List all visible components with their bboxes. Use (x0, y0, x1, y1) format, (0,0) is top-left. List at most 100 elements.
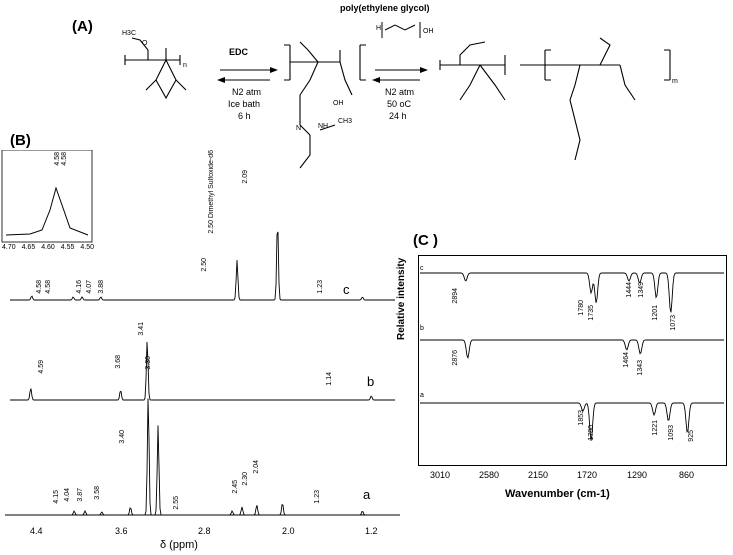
condition1-line3: 6 h (238, 111, 251, 121)
nmr-trace-a (10, 398, 395, 516)
reaction-scheme (124, 22, 671, 169)
nmr-peak-label-a: 3.40 (119, 430, 126, 444)
nmr-peak-label-a: 2.55 (173, 496, 180, 510)
condition1-line2: Ice bath (228, 99, 261, 109)
ir-peak-label-a: 1780 (588, 425, 595, 441)
nmr-peak-label-b: 1.14 (326, 372, 333, 386)
condition1-line1: N2 atm (232, 87, 262, 97)
nmr-plot (1, 150, 400, 516)
ir-plot (418, 255, 727, 466)
ir-trace-b (420, 339, 724, 360)
atom-label-h: H (376, 25, 382, 32)
nmr-x-tick: 1.2 (365, 526, 378, 536)
ir-x-axis-label: Wavenumber (cm-1) (505, 488, 610, 500)
ir-trace-label-b: b (420, 325, 424, 332)
nmr-peak-label-c: 4.58 (36, 280, 43, 294)
ir-x-tick: 1720 (577, 470, 598, 480)
panel-c-label: (C ) (413, 232, 438, 249)
nmr-x-tick: 3.6 (115, 526, 128, 536)
ir-x-tick: 3010 (430, 470, 451, 480)
nmr-peak-label-c: 1.23 (317, 280, 324, 294)
nmr-trace-c (10, 231, 395, 301)
panel-b-label: (B) (10, 132, 31, 149)
ir-trace-label-a: a (420, 392, 424, 399)
ir-peak-label-c: 1444 (626, 282, 633, 298)
panel-a-label: (A) (72, 18, 93, 35)
reagent-edc: EDC (229, 47, 249, 57)
atom-label-m: m (672, 78, 678, 85)
nmr-solvent-label: 2.50 Dimethyl Sulfoxide-d6 (208, 150, 215, 234)
nmr-inset-peak-1: 4.58 (54, 152, 61, 166)
ir-trace-a (420, 402, 724, 441)
condition2-line2: 50 oC (387, 99, 412, 109)
ir-y-axis-label: Relative intensity (396, 257, 407, 340)
reagent-peg: poly(ethylene glycol) (340, 3, 430, 13)
nmr-peak-label-c: 3.88 (98, 280, 105, 294)
nmr-peak-label-a: 2.45 (232, 480, 239, 494)
ir-peak-label-c: 1073 (670, 315, 677, 331)
atom-label-n-atom: N (296, 125, 302, 132)
ir-x-tick: 2150 (528, 470, 549, 480)
ir-peak-label-b: 1464 (623, 352, 630, 368)
nmr-inset-tick: 4.60 (41, 244, 55, 251)
atom-label-h3c-1: H3C (122, 30, 137, 37)
nmr-inset-ticks: 4.70 4.65 4.60 4.55 4.50 (2, 244, 94, 251)
atom-label-ch3: CH3 (338, 118, 353, 125)
nmr-inset-tick: 4.50 (80, 244, 94, 251)
nmr-x-tick: 2.0 (282, 526, 295, 536)
nmr-peak-label-a: 3.87 (77, 488, 84, 502)
nmr-peak-label-b: 3.41 (138, 322, 145, 336)
ir-peak-label-c: 1201 (652, 305, 659, 321)
atom-label-oh-peg: OH (423, 28, 434, 35)
nmr-peak-label: 2.09 (242, 170, 249, 184)
nmr-inset-tick: 4.55 (60, 244, 75, 251)
ir-peak-label-a: 925 (688, 430, 695, 442)
nmr-x-tick: 4.4 (30, 526, 43, 536)
atom-label-nh: NH (318, 123, 329, 130)
nmr-peak-label-a: 2.30 (242, 472, 249, 486)
ir-peak-label-a: 1093 (668, 425, 675, 441)
nmr-inset-trace (5, 186, 89, 236)
nmr-peak-label-a: 4.04 (64, 488, 71, 502)
nmr-trace-label-b: b (367, 374, 375, 389)
condition2-line1: N2 atm (385, 87, 415, 97)
ir-peak-label-b: 1343 (637, 360, 644, 376)
nmr-peak-label-a: 1.23 (314, 490, 321, 504)
nmr-inset-frame (1, 150, 93, 243)
nmr-inset-peak-2: 4.58 (61, 152, 68, 166)
ir-peak-label-b: 2876 (452, 350, 459, 366)
nmr-peak-label-a: 3.30 (145, 356, 152, 370)
ir-trace-label-c: c (420, 265, 424, 272)
ir-trace-c (420, 272, 724, 313)
condition2-line3: 24 h (389, 111, 407, 121)
nmr-peak-label-a: 2.04 (253, 460, 260, 474)
ir-peak-label-c: 1735 (588, 305, 595, 321)
ir-peak-label-c: 1780 (578, 300, 585, 316)
nmr-inset-tick: 4.70 (2, 244, 16, 251)
ir-peak-label-a: 1853 (578, 410, 585, 426)
nmr-x-axis-label: δ (ppm) (160, 539, 198, 551)
nmr-inset-tick: 4.65 (21, 244, 36, 251)
nmr-x-tick: 2.8 (198, 526, 211, 536)
ir-peak-label-c: 2894 (452, 288, 459, 304)
nmr-peak-label-c: 2.50 (201, 258, 208, 272)
ir-x-tick: 1290 (627, 470, 648, 480)
nmr-peak-label-c: 4.07 (86, 280, 93, 294)
nmr-trace-b (10, 341, 395, 401)
atom-label-oh-1: OH (333, 100, 344, 107)
nmr-peak-label-a: 4.15 (53, 490, 60, 504)
nmr-peak-label-a: 3.58 (94, 486, 101, 500)
ir-peak-label-a: 1221 (652, 420, 659, 436)
ir-frame (418, 255, 727, 466)
nmr-peak-label-b: 4.59 (38, 360, 45, 374)
nmr-peak-label-b: 3.68 (115, 355, 122, 369)
ir-peak-label-c: 1349 (638, 282, 645, 298)
ir-x-tick: 2580 (479, 470, 500, 480)
nmr-peak-label-c: 4.16 (76, 280, 83, 294)
atom-label-o-1: O (142, 40, 148, 47)
nmr-peak-label-c: 4.58 (45, 280, 52, 294)
nmr-trace-label-c: c (343, 282, 350, 297)
atom-label-n-1: n (183, 62, 187, 69)
nmr-trace-label-a: a (363, 487, 371, 502)
ir-x-tick: 860 (679, 470, 695, 480)
